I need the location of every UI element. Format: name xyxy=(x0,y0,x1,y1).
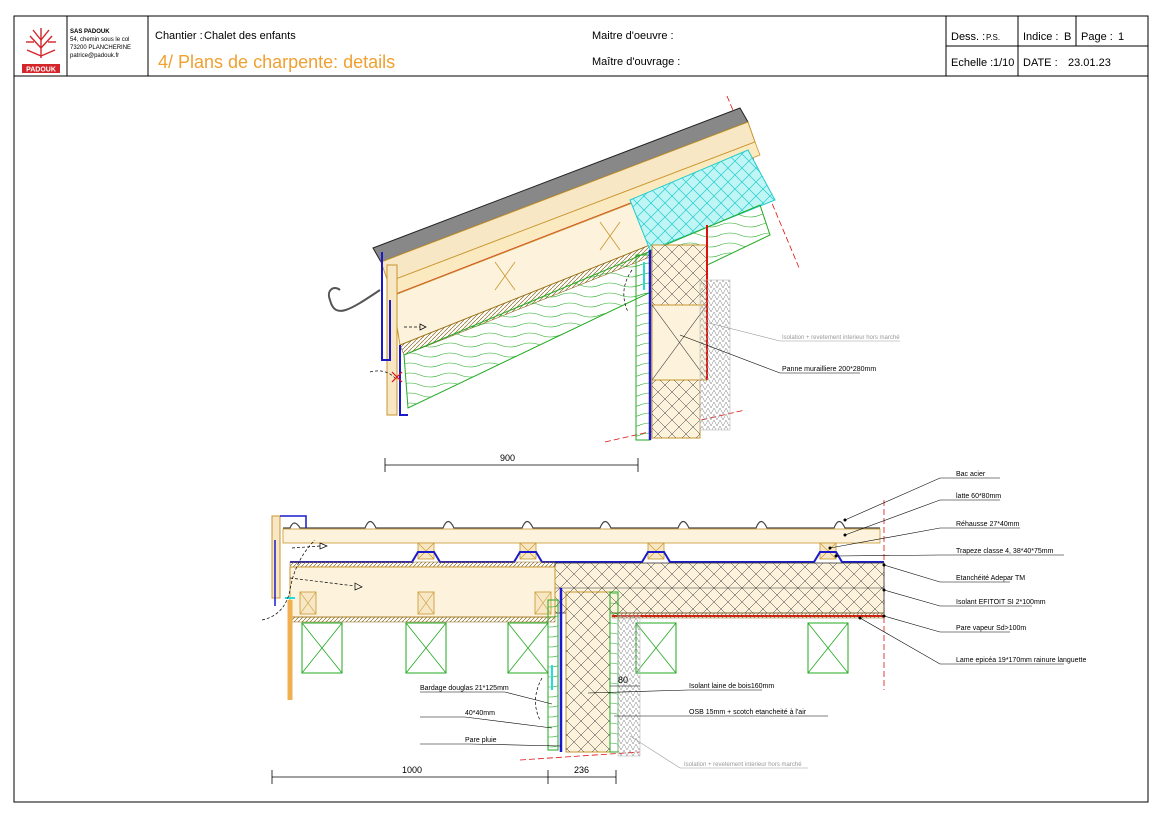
label-pare-pluie: Pare pluie xyxy=(465,737,497,744)
wall-bottom: 80 xyxy=(535,588,641,757)
indice-label: Indice : xyxy=(1023,31,1058,43)
label-lame-epicea: Lame epicéa 19*170mm rainure languette xyxy=(956,657,1086,664)
company-address2: 73200 PLANCHERINE xyxy=(70,45,131,51)
dimension-900: 900 xyxy=(384,453,639,472)
chantier-label: Chantier : xyxy=(155,30,203,42)
company-email: patrice@padouk.fr xyxy=(70,53,119,59)
title-block: PADOUK SAS PADOUK 54, chemin sous le col… xyxy=(20,16,1148,76)
drawing-title: 4/ Plans de charpente: details xyxy=(158,52,395,72)
label-isolant-efitoit: Isolant EFITOIT SI 2*100mm xyxy=(956,599,1046,606)
roof-section-bottom: 80 Bac acier latte 60*80mm Réhausse 27*4… xyxy=(261,471,1086,784)
label-isolant-laine: Isolant laine de bois160mm xyxy=(689,683,774,690)
dim-80-text: 80 xyxy=(618,675,628,685)
page-value: 1 xyxy=(1118,31,1124,43)
date-value: 23.01.23 xyxy=(1068,57,1111,69)
label-isolation-bottom: Isolation + revetement interieur hors ma… xyxy=(684,762,802,768)
indice-value: B xyxy=(1064,31,1071,43)
page-label: Page : xyxy=(1081,31,1113,43)
chantier-value: Chalet des enfants xyxy=(204,30,296,42)
label-trapeze: Trapeze classe 4, 38*40*75mm xyxy=(956,548,1054,555)
maitre-oeuvre-label: Maitre d'oeuvre : xyxy=(592,30,674,42)
label-bac-acier: Bac acier xyxy=(956,471,986,478)
padouk-logo: PADOUK xyxy=(20,22,62,74)
roof-section-top: Isolation + revetement interieur hors ma… xyxy=(328,95,900,472)
label-pare-vapeur: Pare vapeur Sd>100m xyxy=(956,625,1026,632)
maitre-ouvrage-label: Maître d'ouvrage : xyxy=(592,56,680,68)
sheet-frame xyxy=(13,15,1149,803)
label-latte: latte 60*80mm xyxy=(956,493,1001,500)
company-name: SAS PADOUK xyxy=(70,29,110,35)
label-40x40: 40*40mm xyxy=(465,710,495,717)
dess-label: Dess. : xyxy=(951,31,985,43)
dimension-1000-236: 1000 236 xyxy=(271,765,617,784)
echelle-value: 1/10 xyxy=(993,57,1014,69)
company-address1: 54, chemin sous le col xyxy=(70,37,129,43)
dess-value: P.S. xyxy=(986,33,1000,42)
label-panne: Panne murailliere 200*280mm xyxy=(782,366,876,373)
label-rehausse: Réhausse 27*40mm xyxy=(956,521,1020,528)
label-isolation-top: Isolation + revetement interieur hors ma… xyxy=(782,335,900,341)
bac-acier xyxy=(283,520,880,529)
dim-236-text: 236 xyxy=(574,765,589,775)
label-bardage: Bardage douglas 21*125mm xyxy=(420,685,509,692)
label-etancheite: Etanchéité Adepar TM xyxy=(956,575,1025,582)
wall-top xyxy=(623,225,731,441)
label-osb: OSB 15mm + scotch etancheité à l'air xyxy=(689,709,807,716)
dim-900-text: 900 xyxy=(500,453,515,463)
dim-1000-text: 1000 xyxy=(402,765,422,775)
logo-text: PADOUK xyxy=(26,67,56,74)
echelle-label: Echelle : xyxy=(951,57,993,69)
date-label: DATE : xyxy=(1023,57,1058,69)
